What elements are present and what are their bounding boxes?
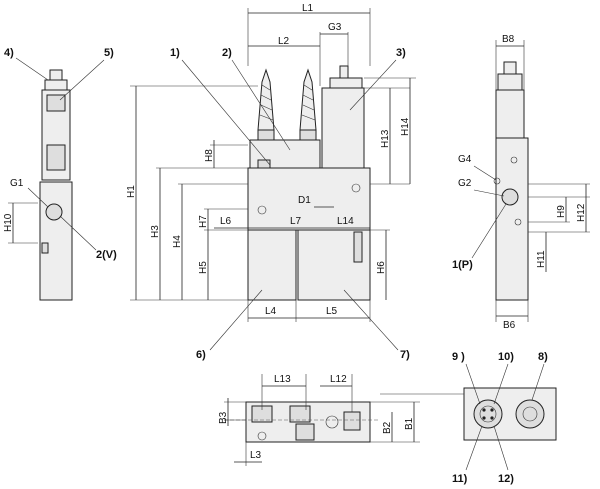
dim-b2: B2 bbox=[382, 421, 393, 434]
left-label-plate bbox=[46, 144, 66, 171]
dim-l6: L6 bbox=[220, 216, 232, 227]
callout-12: 12) bbox=[498, 473, 514, 485]
dim-l1: L1 bbox=[302, 3, 314, 14]
dim-h14: H14 bbox=[400, 117, 411, 136]
dim-g4: G4 bbox=[458, 154, 472, 165]
dim-b3: B3 bbox=[218, 411, 229, 424]
right-fitting-nut bbox=[503, 61, 517, 75]
dim-d1: D1 bbox=[298, 195, 311, 206]
dim-h3: H3 bbox=[150, 225, 161, 238]
right-lower-body bbox=[495, 137, 529, 301]
callout-10: 10) bbox=[498, 351, 514, 363]
left-slot bbox=[41, 242, 49, 254]
sensor-fitting-base bbox=[329, 77, 363, 89]
dim-l14: L14 bbox=[337, 216, 354, 227]
callout-2: 2) bbox=[222, 47, 232, 59]
dim-l2: L2 bbox=[278, 36, 290, 47]
dim-l12: L12 bbox=[330, 374, 347, 385]
dim-g3: G3 bbox=[328, 22, 342, 33]
mount-hole-left bbox=[257, 205, 267, 215]
sensor-module bbox=[321, 87, 365, 169]
valve-6 bbox=[247, 229, 297, 301]
connector-detail: 9 ) 10) 8) 11) 12) bbox=[380, 351, 557, 485]
dim-h8: H8 bbox=[204, 149, 215, 162]
right-side-view: B8 B6 G4 G2 1(P) H9 H12 H11 bbox=[452, 34, 590, 331]
port-g4 bbox=[493, 177, 501, 185]
front-view: L1 L2 G3 H1 H3 H4 H5 H7 H8 H6 bbox=[126, 3, 416, 361]
left-display bbox=[46, 94, 66, 112]
left-port-v bbox=[45, 203, 63, 221]
port-p bbox=[501, 188, 519, 206]
sensor-fitting bbox=[339, 65, 349, 79]
right-upper-module bbox=[495, 89, 525, 139]
dim-h7: H7 bbox=[198, 215, 209, 228]
dim-l7: L7 bbox=[290, 216, 302, 227]
dim-h9: H9 bbox=[556, 205, 567, 218]
dim-h5: H5 bbox=[198, 261, 209, 274]
main-body bbox=[247, 167, 371, 231]
silencer-right bbox=[299, 68, 317, 145]
callout-4: 4) bbox=[4, 47, 14, 59]
dim-b8: B8 bbox=[502, 34, 515, 45]
silencer-left bbox=[257, 68, 275, 145]
dim-h6: H6 bbox=[376, 261, 387, 274]
valve-7-connector bbox=[353, 231, 363, 263]
left-fitting-nut bbox=[49, 69, 63, 81]
dim-g1: G1 bbox=[10, 178, 24, 189]
callout-8: 8) bbox=[538, 351, 548, 363]
left-lower-body bbox=[39, 181, 73, 301]
callout-5: 5) bbox=[104, 47, 114, 59]
dim-l13: L13 bbox=[274, 374, 291, 385]
dim-h1: H1 bbox=[126, 185, 137, 198]
callout-1: 1) bbox=[170, 47, 180, 59]
pneumatic-port bbox=[515, 399, 545, 429]
right-fitting-base bbox=[497, 73, 523, 91]
dim-b6: B6 bbox=[503, 320, 516, 331]
callout-11: 11) bbox=[452, 473, 468, 485]
dim-b1: B1 bbox=[404, 417, 415, 430]
electrical-connector bbox=[473, 399, 503, 429]
left-side-view: H10 G1 4) 5) 2(V) bbox=[3, 47, 117, 301]
callout-6: 6) bbox=[196, 349, 206, 361]
dim-l5: L5 bbox=[326, 306, 338, 317]
dim-h4: H4 bbox=[172, 235, 183, 248]
left-fitting-base bbox=[44, 79, 68, 91]
dim-g2: G2 bbox=[458, 178, 472, 189]
dim-l4: L4 bbox=[265, 306, 277, 317]
dim-h12: H12 bbox=[576, 203, 587, 222]
callout-7: 7) bbox=[400, 349, 410, 361]
callout-9: 9 ) bbox=[452, 351, 465, 363]
callout-2v: 2(V) bbox=[96, 249, 117, 261]
mount-hole-right bbox=[351, 183, 361, 193]
callout-3: 3) bbox=[396, 47, 406, 59]
dim-l3: L3 bbox=[250, 450, 262, 461]
dim-h10: H10 bbox=[3, 213, 14, 232]
dim-h11: H11 bbox=[536, 250, 547, 268]
callout-1p: 1(P) bbox=[452, 259, 473, 271]
bottom-view: L13 L12 L3 B3 B2 B1 bbox=[218, 374, 420, 466]
dim-h13: H13 bbox=[380, 129, 391, 148]
